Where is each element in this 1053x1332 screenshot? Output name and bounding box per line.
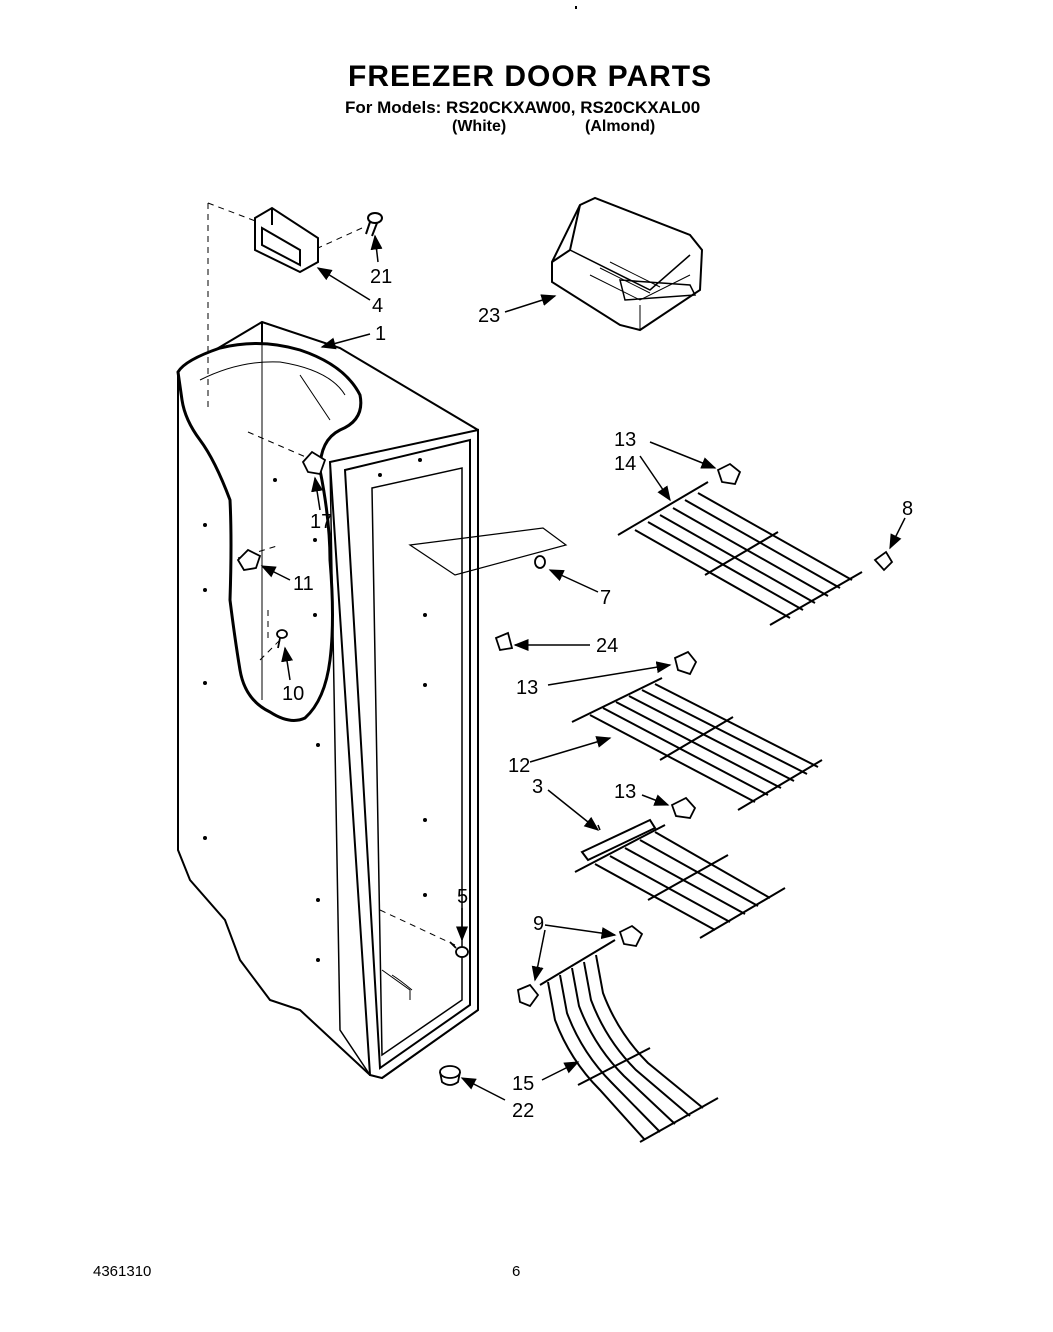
callout-22: 22: [512, 1100, 534, 1122]
callout-5: 5: [457, 886, 468, 908]
models-line: For Models: RS20CKXAW00, RS20CKXAL00: [345, 98, 701, 117]
leader-lines: [260, 234, 906, 1101]
callout-12: 12: [508, 755, 530, 777]
color-white-label: (White): [452, 118, 507, 135]
callout-4: 4: [372, 295, 383, 317]
callout-1: 1: [375, 323, 386, 345]
callout-15: 15: [512, 1073, 534, 1095]
callout-23: 23: [478, 305, 500, 327]
callout-17: 17: [310, 511, 332, 533]
page-title: FREEZER DOOR PARTS: [348, 60, 713, 93]
callout-3: 3: [532, 776, 543, 798]
shelf-14: [617, 481, 863, 626]
callout-13-lower: 13: [614, 781, 636, 803]
shelf-12: [571, 677, 823, 811]
callout-8: 8: [902, 498, 913, 520]
callout-7: 7: [600, 587, 611, 609]
color-almond-label: (Almond): [585, 118, 656, 135]
callout-24: 24: [596, 635, 618, 657]
small-parts: [236, 450, 894, 1086]
ice-bin: [551, 196, 704, 332]
callout-11: 11: [293, 573, 314, 595]
callout-21: 21: [370, 266, 392, 288]
callout-13-top: 13: [614, 429, 636, 451]
callout-numbers: 1 3 4 5 7 8 9 10 11 12 13 13 13 14 15 17…: [282, 266, 913, 1122]
hinge-bracket: [254, 206, 319, 274]
document-number: 4361310: [93, 1263, 152, 1280]
stray-mark: [575, 6, 577, 9]
callout-13-middle: 13: [516, 677, 538, 699]
screw-21: [365, 212, 383, 237]
callout-9: 9: [533, 913, 544, 935]
door-panel: [176, 320, 479, 1080]
shelf-3: [574, 818, 786, 939]
callout-10: 10: [282, 683, 304, 705]
assembly-guides: [207, 202, 456, 946]
page-number: 6: [512, 1263, 521, 1280]
shelf-15: [539, 939, 719, 1143]
callout-14: 14: [614, 453, 636, 475]
